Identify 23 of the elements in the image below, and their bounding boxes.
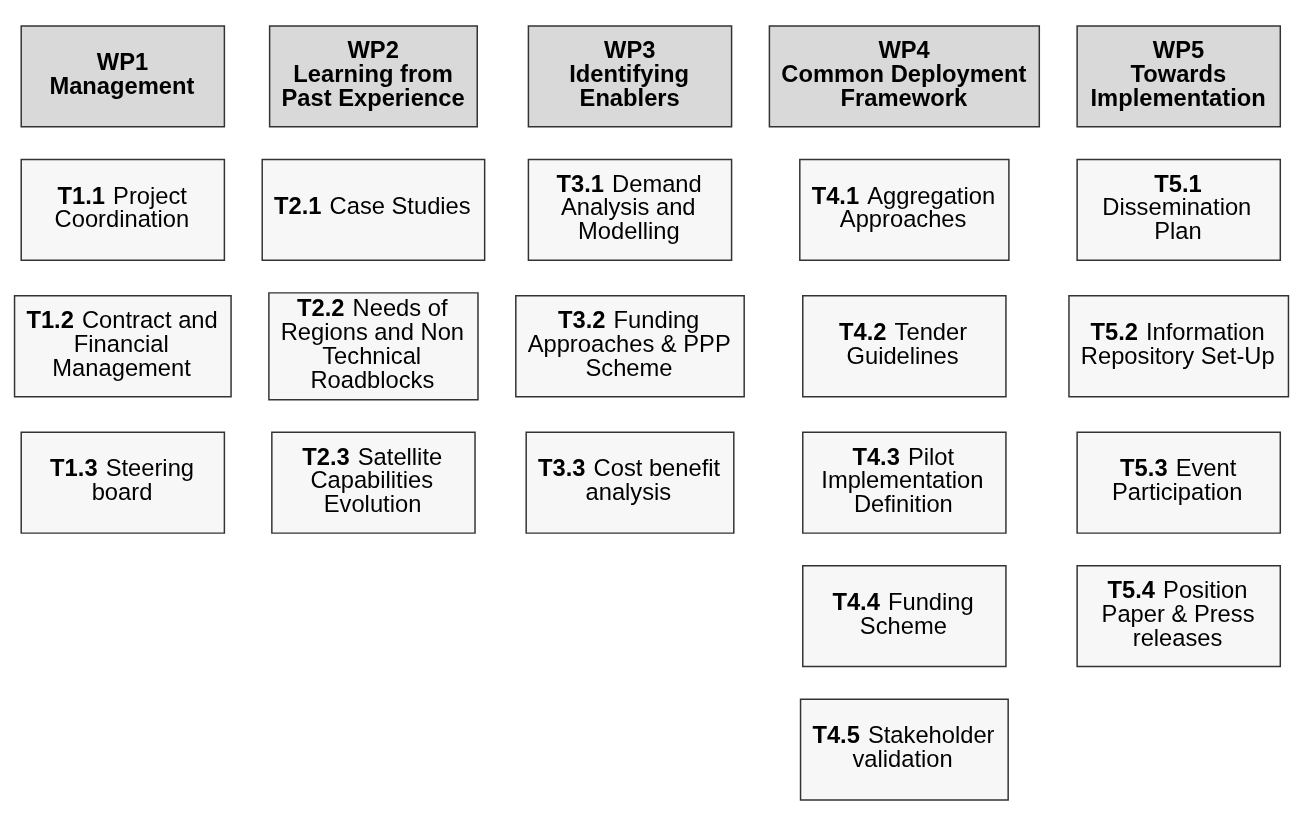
node-box: T1.1 Project Coordination (20, 158, 226, 261)
node-box: T4.3 Pilot Implementation Definition (802, 431, 1007, 534)
node-box: T1.3 Steering board (20, 431, 226, 534)
node-box: T2.3 Satellite Capabilities Evolution (271, 431, 476, 534)
node-box: WP3 Identifying Enablers (527, 25, 733, 128)
node-box: T2.1 Case Studies (261, 158, 486, 261)
node-box: T4.2 Tender Guidelines (802, 295, 1007, 398)
node-box: T1.2 Contract and Financial Management (13, 295, 232, 398)
node-box: WP2 Learning from Past Experience (268, 25, 478, 128)
node-box: WP5 Towards Implementation (1076, 25, 1282, 128)
node-box: T5.1 Dissemination Plan (1076, 158, 1282, 261)
node-box: T4.4 Funding Scheme (802, 565, 1007, 668)
node-box: T4.1 Aggregation Approaches (799, 158, 1010, 261)
node-box: T3.1 Demand Analysis and Modelling (527, 158, 733, 261)
node-box: T5.4 Position Paper & Press releases (1076, 565, 1282, 668)
node-box: T5.2 Information Repository Set-Up (1068, 295, 1290, 398)
node-box: WP1 Management (20, 25, 226, 128)
node-box: T5.3 Event Participation (1076, 431, 1282, 534)
node-box: T3.2 Funding Approaches & PPP Scheme (515, 295, 745, 398)
node-box: T4.5 Stakeholder validation (799, 698, 1009, 801)
node-box: WP4 Common Deployment Framework (768, 25, 1041, 128)
node-box: T2.2 Needs of Regions and Non Technical Roadblocks (268, 292, 479, 401)
node-box: T3.3 Cost benefit analysis (525, 431, 735, 534)
